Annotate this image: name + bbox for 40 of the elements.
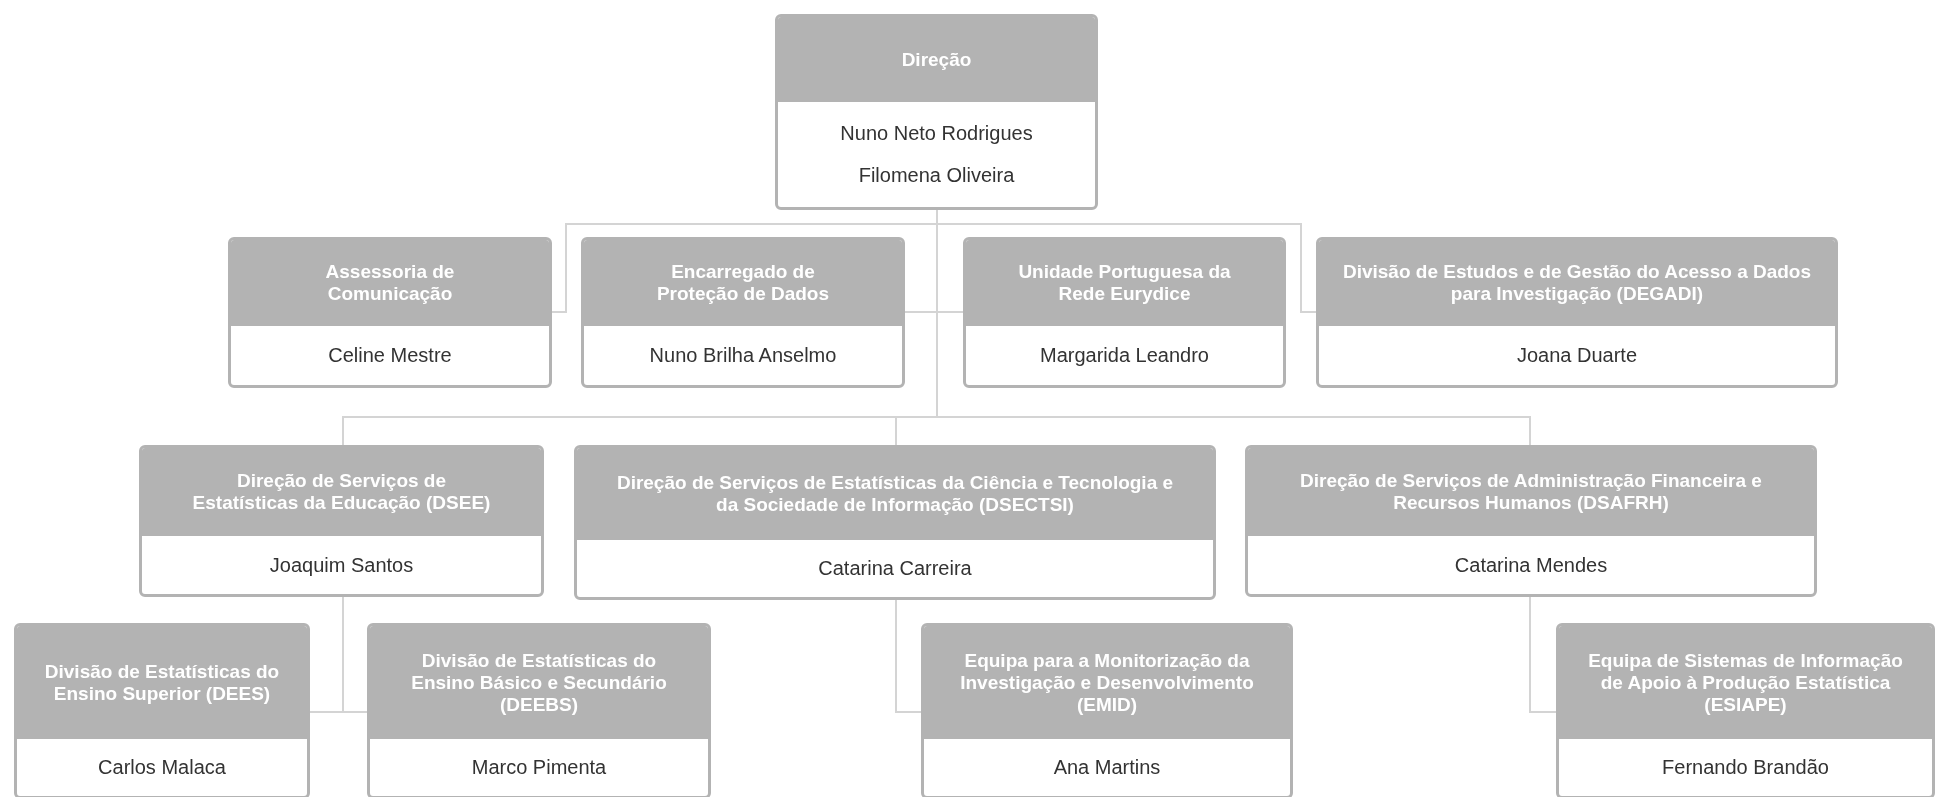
person-name: Ana Martins [1053,756,1161,779]
org-unit-box [1245,445,1817,597]
org-unit-box [1556,623,1935,797]
connector-line [895,599,922,713]
person-name: Filomena Oliveira [858,164,1015,188]
org-unit-box [14,623,310,797]
person-name: Nuno Neto Rodrigues [840,121,1033,145]
unit-title: Direção de Serviços de Estatísticas da Ciência e Tecnologia e da Sociedade de Informação (DSECTSI) [577,448,1213,540]
unit-title: Divisão de Estatísticas do Ensino Básico e Secundário (DEEBS) [370,626,708,739]
person-name: Catarina Mendes [1454,553,1608,577]
person-name: Celine Mestre [328,344,452,367]
org-unit-box [139,445,544,597]
org-unit-box [921,623,1293,797]
unit-title: Equipa para a Monitorização da Investigação e Desenvolvimento (EMID) [924,626,1290,739]
unit-title: Equipa de Sistemas de Informação de Apoio à Produção Estatística (ESIAPE) [1559,626,1932,739]
person-name: Margarida Leandro [1040,344,1209,367]
unit-title: Direção de Serviços de Estatísticas da Educação (DSEE) [142,448,541,536]
person-name: Joana Duarte [1516,344,1638,367]
unit-title: Unidade Portuguesa da Rede Eurydice [966,240,1283,326]
connector-line [1529,596,1557,713]
org-unit-box [581,237,905,388]
unit-title: Direção de Serviços de Administração Financeira e Recursos Humanos (DSAFRH) [1248,448,1814,536]
org-unit-box [228,237,552,388]
unit-title: Divisão de Estatísticas do Ensino Superior (DEES) [17,626,307,739]
person-name: Marco Pimenta [471,756,607,779]
person-name: Fernando Brandão [1662,756,1829,779]
org-unit-box [775,14,1098,210]
connector-line [342,596,368,713]
org-unit-box [963,237,1286,388]
org-unit-box [1316,237,1838,388]
unit-title: Encarregado de Proteção de Dados [584,240,902,326]
unit-title: Direção [778,17,1095,102]
unit-title: Divisão de Estudos e de Gestão do Acesso a Dados para Investigação (DEGADI) [1319,240,1835,326]
person-name: Joaquim Santos [269,553,414,577]
org-unit-box [367,623,711,797]
unit-title: Assessoria de Comunicação [231,240,549,326]
person-name: Carlos Malaca [98,756,226,779]
person-name: Catarina Carreira [818,557,972,580]
person-name: Nuno Brilha Anselmo [649,344,837,367]
org-unit-box [574,445,1216,600]
